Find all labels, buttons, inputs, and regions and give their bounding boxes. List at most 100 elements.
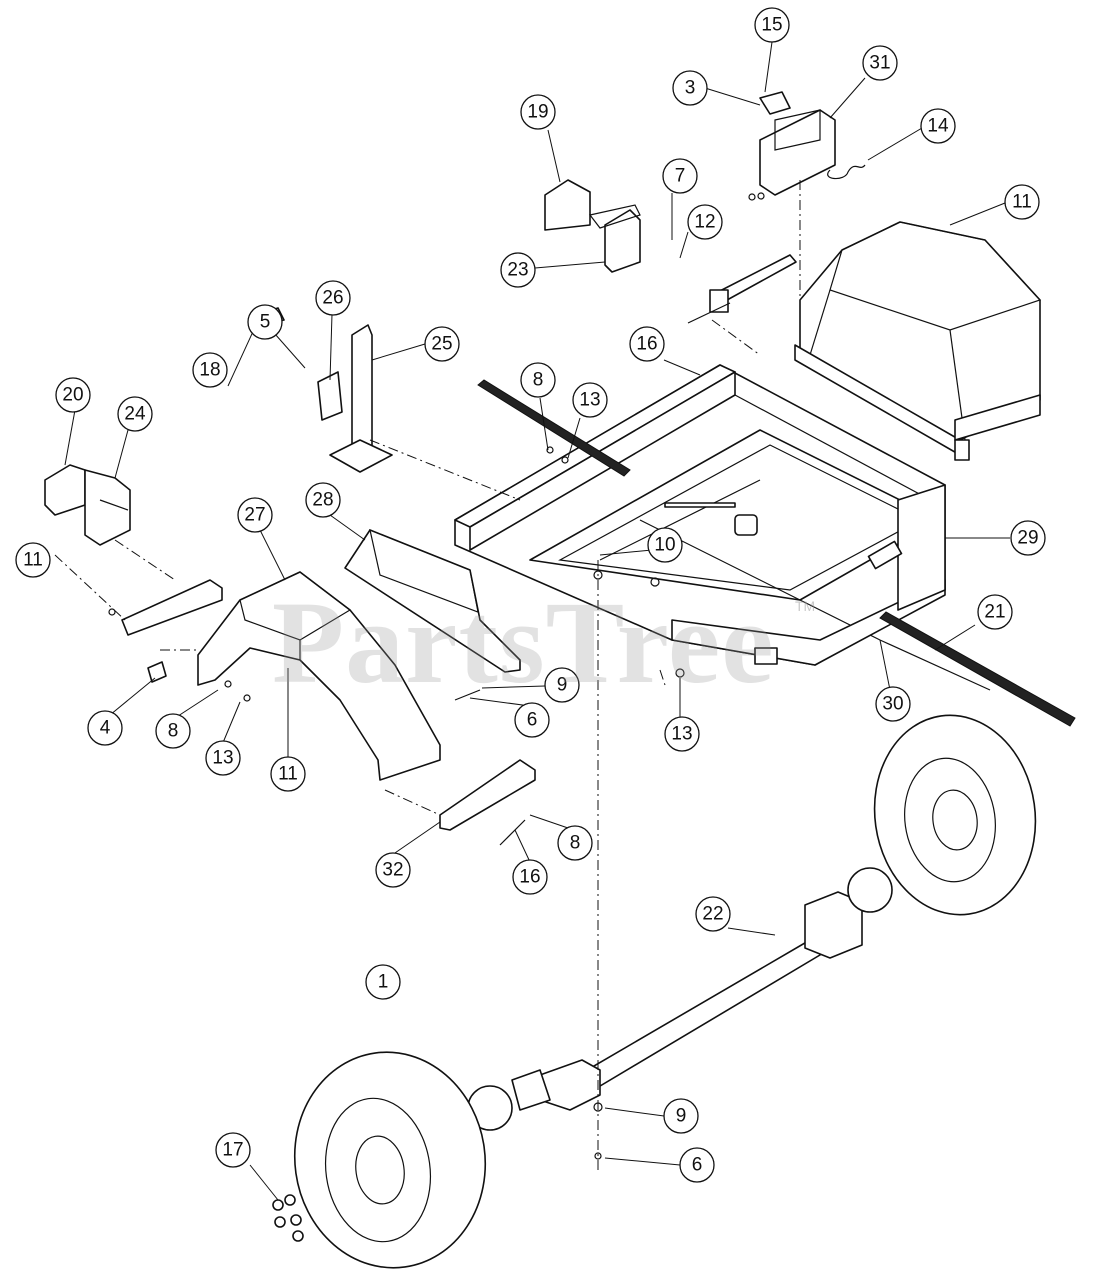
callout-13-top[interactable]: 13 (572, 382, 608, 418)
svg-text:19: 19 (527, 102, 548, 123)
callout-32[interactable]: 32 (375, 852, 411, 888)
svg-text:27: 27 (244, 505, 265, 526)
callout-16-top[interactable]: 16 (629, 326, 665, 362)
svg-text:13: 13 (579, 390, 600, 411)
callout-24[interactable]: 24 (117, 396, 153, 432)
axle-22[interactable] (467, 867, 893, 1131)
svg-text:8: 8 (533, 370, 544, 391)
wheel-front[interactable] (281, 1040, 499, 1280)
callout-22[interactable]: 22 (695, 896, 731, 932)
callout-8-left[interactable]: 8 (155, 713, 191, 749)
callout-20[interactable]: 20 (55, 377, 91, 413)
callout-17[interactable]: 17 (215, 1132, 251, 1168)
lug-nuts-17 (272, 1194, 304, 1242)
svg-text:9: 9 (557, 675, 568, 696)
svg-text:10: 10 (654, 535, 675, 556)
link-plate-32[interactable] (439, 759, 536, 831)
svg-text:12: 12 (694, 212, 715, 233)
callout-3[interactable]: 3 (672, 70, 708, 106)
svg-text:28: 28 (312, 490, 333, 511)
bracket-19-23[interactable] (544, 179, 641, 273)
svg-text:20: 20 (62, 385, 83, 406)
callout-9-bottom[interactable]: 9 (663, 1098, 699, 1134)
callout-1[interactable]: 1 (365, 964, 401, 1000)
callout-12[interactable]: 12 (687, 204, 723, 240)
svg-text:15: 15 (761, 15, 782, 36)
svg-text:32: 32 (382, 860, 403, 881)
callout-21[interactable]: 21 (977, 594, 1013, 630)
svg-text:25: 25 (431, 334, 452, 355)
svg-text:11: 11 (278, 764, 298, 785)
svg-text:18: 18 (199, 360, 220, 381)
callout-11-bottom[interactable]: 11 (270, 756, 306, 792)
svg-text:31: 31 (869, 53, 890, 74)
callout-19[interactable]: 19 (520, 94, 556, 130)
svg-text:13: 13 (212, 748, 233, 769)
rail-7[interactable] (709, 254, 797, 313)
callout-8-top[interactable]: 8 (520, 362, 556, 398)
callout-26[interactable]: 26 (315, 280, 351, 316)
svg-text:9: 9 (676, 1106, 687, 1127)
wheel-rear[interactable] (862, 705, 1048, 925)
callout-4[interactable]: 4 (87, 710, 123, 746)
leader-lines (64, 41, 1010, 1201)
callout-9-mid[interactable]: 9 (544, 667, 580, 703)
callout-15[interactable]: 15 (754, 7, 790, 43)
callout-28[interactable]: 28 (305, 482, 341, 518)
svg-text:13: 13 (671, 724, 692, 745)
svg-text:7: 7 (675, 166, 686, 187)
svg-text:8: 8 (570, 833, 581, 854)
callout-31[interactable]: 31 (862, 45, 898, 81)
assembly-paths (54, 180, 801, 1170)
callout-18[interactable]: 18 (192, 352, 228, 388)
callout-11-top[interactable]: 11 (1004, 184, 1040, 220)
callout-6-bottom[interactable]: 6 (679, 1147, 715, 1183)
callout-7[interactable]: 7 (662, 158, 698, 194)
fender-27[interactable] (147, 571, 441, 781)
callout-30[interactable]: 30 (875, 686, 911, 722)
svg-text:6: 6 (692, 1155, 703, 1176)
callout-5[interactable]: 5 (247, 304, 283, 340)
upper-bracket-31[interactable] (759, 91, 866, 196)
svg-text:8: 8 (168, 721, 179, 742)
svg-text:24: 24 (124, 404, 146, 425)
svg-text:22: 22 (702, 904, 723, 925)
bracket-20-24[interactable] (44, 464, 131, 546)
callout-8-bottom[interactable]: 8 (557, 825, 593, 861)
callout-6-mid[interactable]: 6 (514, 702, 550, 738)
svg-text:16: 16 (519, 867, 540, 888)
callout-13-mid[interactable]: 13 (664, 716, 700, 752)
callout-10[interactable]: 10 (647, 527, 683, 563)
callout-25[interactable]: 25 (424, 326, 460, 362)
svg-text:26: 26 (322, 288, 343, 309)
svg-text:21: 21 (984, 602, 1005, 623)
callout-11-left[interactable]: 11 (15, 542, 51, 578)
watermark-trademark: TM (795, 598, 816, 614)
svg-text:30: 30 (882, 694, 903, 715)
link-plate-left[interactable] (121, 579, 223, 636)
svg-text:6: 6 (527, 710, 538, 731)
hood-cover[interactable] (794, 221, 1042, 461)
svg-text:3: 3 (685, 78, 696, 99)
svg-text:14: 14 (927, 116, 949, 137)
panel-28[interactable] (344, 529, 521, 673)
svg-text:17: 17 (222, 1140, 243, 1161)
callout-13-left[interactable]: 13 (205, 740, 241, 776)
callout-14[interactable]: 14 (920, 108, 956, 144)
svg-text:11: 11 (23, 550, 43, 571)
callout-16-bottom[interactable]: 16 (512, 859, 548, 895)
svg-text:4: 4 (100, 718, 111, 739)
svg-text:29: 29 (1017, 528, 1038, 549)
svg-text:16: 16 (636, 334, 657, 355)
callout-23[interactable]: 23 (500, 252, 536, 288)
callout-27[interactable]: 27 (237, 497, 273, 533)
svg-text:5: 5 (260, 312, 271, 333)
hardware (108, 192, 765, 1160)
svg-text:23: 23 (507, 260, 528, 281)
svg-text:1: 1 (378, 972, 389, 993)
tongue-bar[interactable] (477, 379, 1076, 727)
svg-text:11: 11 (1012, 192, 1032, 213)
callout-29[interactable]: 29 (1010, 520, 1046, 556)
